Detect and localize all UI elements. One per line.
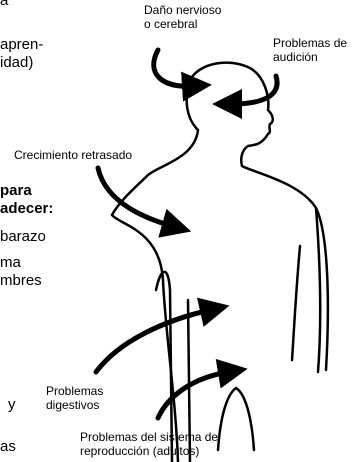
left-fragment-6: barazo (0, 226, 46, 248)
arrow-reproductive (158, 372, 228, 418)
left-fragment-5: adecer: (0, 198, 53, 220)
label-nerve-damage-line2: o cerebral (144, 17, 221, 31)
label-hearing: Problemas de audición (273, 36, 347, 64)
label-digestive-line1: Problemas (46, 384, 103, 398)
left-fragment-10: as (0, 436, 16, 458)
label-reproductive-line2: reproducción (adultos) (80, 444, 218, 458)
label-nerve-damage-line1: Daño nervioso (144, 3, 221, 17)
label-growth: Crecimiento retrasado (14, 148, 132, 162)
right-arm-inner (292, 246, 300, 360)
left-fragment-9: y (8, 394, 16, 416)
label-hearing-line2: audición (273, 50, 347, 64)
lower-shape (218, 388, 254, 450)
label-hearing-line1: Problemas de (273, 36, 347, 50)
left-fragment-1: a (0, 0, 8, 12)
body-outline (112, 63, 328, 462)
label-reproductive-line1: Problemas del sistema de (80, 430, 218, 444)
arrow-nerve-damage (154, 50, 192, 86)
label-digestive: Problemas digestivos (46, 384, 103, 412)
left-fragment-8: mbres (0, 270, 42, 292)
arrow-hearing (232, 76, 277, 104)
label-reproductive: Problemas del sistema de reproducción (a… (80, 430, 218, 458)
label-digestive-line2: digestivos (46, 398, 103, 412)
arrow-digestive (96, 310, 210, 372)
right-arm (316, 208, 320, 372)
arrow-growth (98, 168, 172, 226)
label-nerve-damage: Daño nervioso o cerebral (144, 3, 221, 31)
left-fragment-3: idad) (0, 52, 33, 74)
